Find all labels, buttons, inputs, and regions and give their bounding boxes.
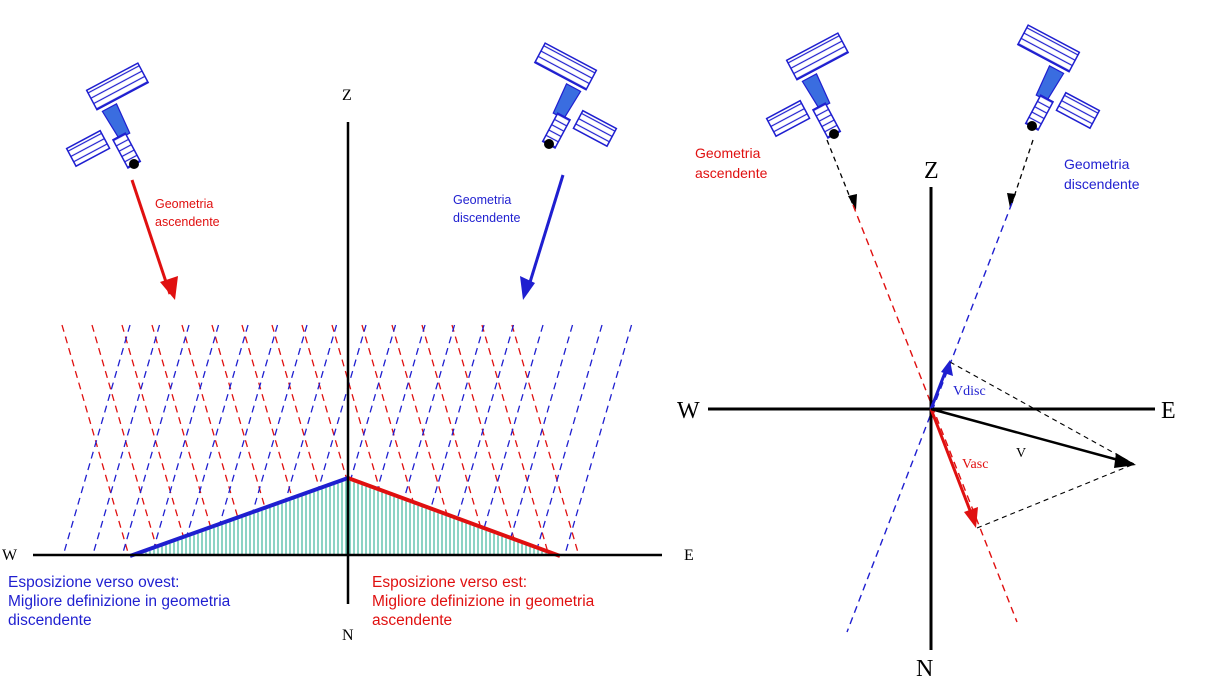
descending-incoming-ray	[1011, 139, 1034, 204]
vdisc-vector	[929, 369, 948, 410]
descending-label-line1: Geometria	[453, 193, 511, 207]
axis-label-e: E	[684, 547, 694, 564]
right-ascending-label-line1: Geometria	[695, 145, 761, 161]
ascending-look-line	[241, 324, 310, 557]
descending-look-line	[475, 324, 544, 557]
right-descending-label-line1: Geometria	[1064, 156, 1130, 172]
left-panel: Z N W E Geometria ascendente Geometria d…	[2, 42, 694, 644]
descending-look-line	[121, 324, 190, 557]
descending-look-line	[563, 324, 633, 557]
ascending-look-line	[361, 324, 430, 557]
vasc-arrowhead	[964, 507, 978, 528]
east-caption-line1: Esposizione verso est:	[372, 574, 528, 591]
descending-look-line	[327, 324, 397, 557]
right-axis-label-n: N	[916, 656, 933, 682]
descending-look-line	[91, 324, 161, 557]
axis-label-w: W	[2, 547, 18, 564]
ascending-look-line	[451, 324, 520, 557]
v-vector	[930, 407, 1123, 463]
right-axis-label-z: Z	[924, 158, 939, 184]
right-panel: Z N W E Vdisc Vasc V Geometria ascendent…	[677, 24, 1176, 682]
east-exposure-caption: Esposizione verso est: Migliore definizi…	[372, 573, 594, 630]
descending-look-line	[504, 324, 574, 557]
ascending-look-line	[331, 324, 400, 557]
ascending-look-line	[271, 324, 340, 557]
vasc-label: Vasc	[962, 457, 988, 472]
vdisc-projection-line	[949, 361, 1135, 465]
vdisc-label: Vdisc	[953, 384, 986, 399]
ascending-satellite-icon	[65, 62, 149, 170]
descending-arrowhead	[520, 276, 535, 300]
west-caption-line3: discendente	[8, 612, 92, 629]
vdisc-arrowhead	[941, 360, 953, 376]
v-arrowhead	[1114, 453, 1136, 468]
slope-hatching	[133, 480, 555, 557]
ascending-look-line	[61, 324, 130, 557]
ascending-look-line	[301, 324, 370, 557]
descending-satellite-icon	[534, 42, 618, 150]
descending-look-line	[180, 324, 249, 557]
ascending-label-line1: Geometria	[155, 197, 213, 211]
ascending-look-arrow	[130, 179, 172, 295]
ascending-look-line	[391, 324, 460, 557]
descending-look-line	[298, 324, 367, 557]
ascending-look-line	[211, 324, 280, 557]
descending-ray-head	[1007, 193, 1016, 208]
ascending-look-line	[181, 324, 250, 557]
ascending-look-line	[421, 324, 490, 557]
west-caption-line1: Esposizione verso ovest:	[8, 574, 180, 591]
right-ascending-satellite-icon	[765, 32, 849, 140]
ascending-arrowhead	[160, 276, 178, 300]
descending-look-line	[534, 324, 603, 557]
ascending-ray-head	[848, 194, 857, 210]
descending-look-line	[209, 324, 279, 557]
ascending-incoming-ray	[826, 139, 854, 206]
descending-look-arrow	[525, 174, 565, 293]
vasc-projection-line	[976, 463, 1135, 529]
east-caption-line3: ascendente	[372, 612, 453, 629]
axis-label-z: Z	[342, 87, 352, 104]
vasc-vector	[929, 408, 973, 514]
descending-look-line	[445, 324, 515, 557]
descending-look-line	[357, 324, 426, 557]
ascending-look-line	[481, 324, 550, 557]
ascending-look-line	[511, 324, 580, 557]
axis-label-n: N	[342, 627, 354, 644]
ascending-label-line2: ascendente	[155, 215, 220, 229]
descending-look-line	[62, 324, 131, 557]
east-caption-line2: Migliore definizione in geometria	[372, 593, 595, 610]
look-line-grid	[61, 324, 633, 557]
descending-look-line	[268, 324, 338, 557]
east-facing-slope	[347, 476, 561, 558]
descending-look-line	[150, 324, 220, 557]
west-facing-slope	[129, 476, 349, 558]
v-label: V	[1016, 446, 1026, 461]
west-caption-line2: Migliore definizione in geometria	[8, 593, 231, 610]
right-axis-label-w: W	[677, 398, 700, 424]
ascending-line-of-sight	[852, 204, 1018, 623]
descending-look-line	[239, 324, 308, 557]
right-axis-label-e: E	[1161, 398, 1176, 424]
right-descending-satellite-icon	[1017, 24, 1101, 132]
right-descending-label-line2: discendente	[1064, 176, 1140, 192]
west-exposure-caption: Esposizione verso ovest: Migliore defini…	[8, 573, 230, 630]
descending-look-line	[386, 324, 456, 557]
right-ascending-label-line2: ascendente	[695, 165, 768, 181]
descending-label-line2: discendente	[453, 211, 520, 225]
descending-look-line	[416, 324, 485, 557]
